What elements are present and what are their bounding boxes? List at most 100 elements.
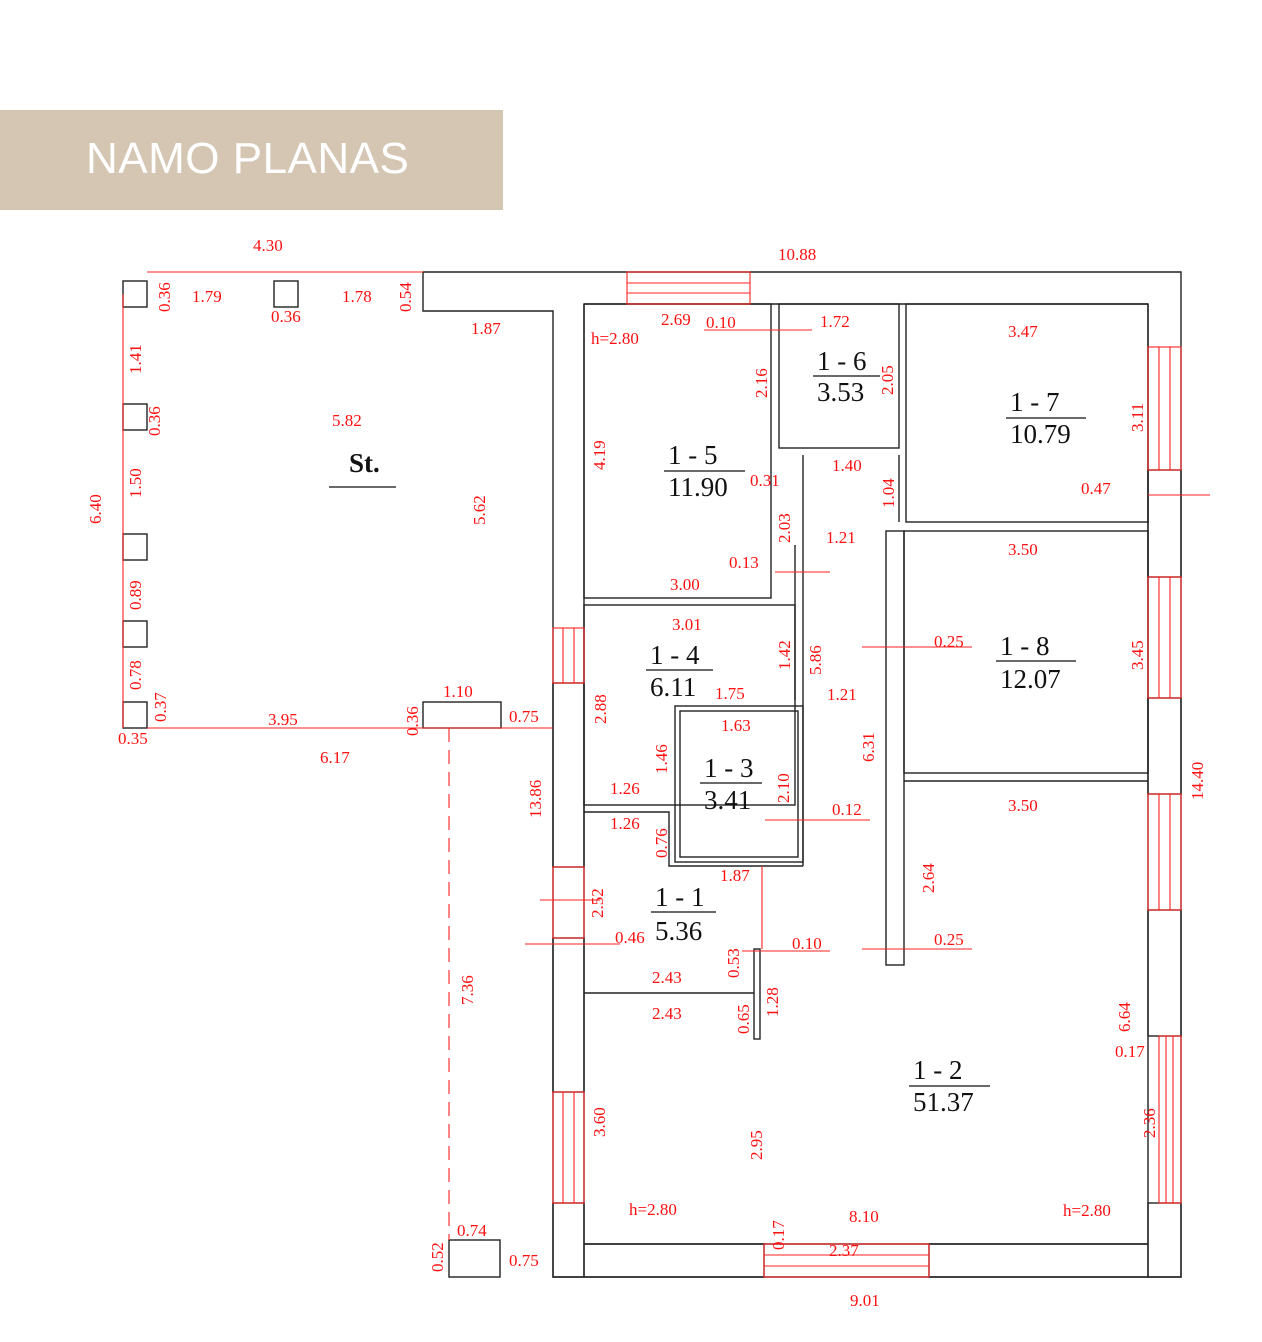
dim-1-40: 1.40	[832, 456, 862, 475]
room-1-3-id: 1 - 3	[704, 753, 754, 783]
windows	[552, 271, 1182, 1278]
dim-2-69: 2.69	[661, 310, 691, 329]
dim-6-64: 6.64	[1115, 1002, 1134, 1032]
dim-1-79: 1.79	[192, 287, 222, 306]
dim-1-21-b: 1.21	[827, 685, 857, 704]
title-banner	[0, 110, 503, 210]
dim-2-16: 2.16	[752, 368, 771, 398]
room-1-8-area: 12.07	[1000, 664, 1061, 694]
room-1-4-id: 1 - 4	[650, 640, 700, 670]
dim-0-89: 0.89	[126, 580, 145, 610]
dim-0-46: 0.46	[615, 928, 645, 947]
dim-0-17-a: 0.17	[1115, 1042, 1145, 1061]
dim-0-25-b: 0.25	[934, 930, 964, 949]
dim-3-50-b: 3.50	[1008, 796, 1038, 815]
room-1-3-area: 3.41	[704, 785, 751, 815]
dim-0-76: 0.76	[652, 828, 671, 858]
dim-0-10-a: 0.10	[706, 313, 736, 332]
dim-9-01: 9.01	[850, 1291, 880, 1310]
dim-1-41: 1.41	[126, 344, 145, 374]
dim-0-35: 0.35	[118, 729, 148, 748]
dim-0-31: 0.31	[750, 471, 780, 490]
dim-3-11: 3.11	[1128, 403, 1147, 432]
dim-0-36-d: 0.36	[403, 706, 422, 736]
dim-13-86: 13.86	[526, 780, 545, 818]
room-1-2-area: 51.37	[913, 1087, 974, 1117]
dim-1-87-a: 1.87	[471, 319, 501, 338]
dim-6-17: 6.17	[320, 748, 350, 767]
dim-0-10-b: 0.10	[792, 934, 822, 953]
dim-1-63: 1.63	[721, 716, 751, 735]
room-labels: 1 - 5 11.90 1 - 6 3.53 1 - 7 10.79 1 - 4…	[329, 346, 1086, 1117]
room-1-1-id: 1 - 1	[655, 882, 705, 912]
dim-10-88: 10.88	[778, 245, 816, 264]
dim-0-75-b: 0.75	[509, 1251, 539, 1270]
room-1-4-area: 6.11	[650, 672, 696, 702]
dimension-labels: 4.30 10.88 0.36 1.79 0.36 1.78 0.54 1.87…	[86, 236, 1207, 1310]
dim-0-17-b: 0.17	[769, 1220, 788, 1250]
dim-2-88: 2.88	[591, 694, 610, 724]
dim-3-01: 3.01	[672, 615, 702, 634]
dim-1-26-b: 1.26	[610, 814, 640, 833]
room-1-2-id: 1 - 2	[913, 1055, 963, 1085]
dim-4-19: 4.19	[590, 440, 609, 470]
dim-1-26-a: 1.26	[610, 779, 640, 798]
dim-0-54: 0.54	[396, 282, 415, 312]
dim-2-52: 2.52	[588, 888, 607, 918]
dim-1-46: 1.46	[652, 744, 671, 774]
room-st-label: St.	[349, 448, 380, 478]
dim-1-42: 1.42	[775, 640, 794, 670]
dim-2-37: 2.37	[829, 1241, 859, 1260]
dim-h-2-80-b: h=2.80	[629, 1200, 677, 1219]
dim-2-03: 2.03	[775, 513, 794, 543]
dim-3-50-a: 3.50	[1008, 540, 1038, 559]
dim-3-47: 3.47	[1008, 322, 1038, 341]
dim-h-2-80-c: h=2.80	[1063, 1201, 1111, 1220]
dim-0-52: 0.52	[428, 1242, 447, 1272]
dim-1-72: 1.72	[820, 312, 850, 331]
dim-0-12: 0.12	[832, 800, 862, 819]
room-1-5-area: 11.90	[668, 472, 728, 502]
dim-5-62: 5.62	[470, 495, 489, 525]
dim-1-78: 1.78	[342, 287, 372, 306]
dim-0-37: 0.37	[151, 692, 170, 722]
dim-6-31: 6.31	[859, 732, 878, 762]
room-1-7-id: 1 - 7	[1010, 387, 1060, 417]
dim-2-36: 2.36	[1140, 1108, 1159, 1138]
dim-1-50: 1.50	[126, 468, 145, 498]
dim-2-10: 2.10	[774, 773, 793, 803]
dim-6-40: 6.40	[86, 494, 105, 524]
dim-3-60: 3.60	[590, 1107, 609, 1137]
dim-1-21-a: 1.21	[826, 528, 856, 547]
dim-2-43-a: 2.43	[652, 968, 682, 987]
dim-0-36-a: 0.36	[155, 282, 174, 312]
dim-2-05: 2.05	[878, 365, 897, 395]
dim-1-28: 1.28	[763, 987, 782, 1017]
dim-0-13: 0.13	[729, 553, 759, 572]
dim-1-04: 1.04	[879, 478, 898, 508]
dim-2-95: 2.95	[747, 1130, 766, 1160]
room-1-6-id: 1 - 6	[817, 346, 867, 376]
dim-0-74: 0.74	[457, 1221, 487, 1240]
room-1-8-id: 1 - 8	[1000, 631, 1050, 661]
room-1-5-id: 1 - 5	[668, 440, 718, 470]
dim-14-40: 14.40	[1188, 762, 1207, 800]
dim-1-87-b: 1.87	[720, 866, 750, 885]
dim-5-82: 5.82	[332, 411, 362, 430]
dim-3-00: 3.00	[670, 575, 700, 594]
dim-0-25-a: 0.25	[934, 632, 964, 651]
dim-0-78: 0.78	[126, 660, 145, 690]
dim-2-64: 2.64	[919, 863, 938, 893]
room-1-6-area: 3.53	[817, 377, 864, 407]
dim-8-10: 8.10	[849, 1207, 879, 1226]
page-title: NAMO PLANAS	[86, 134, 410, 183]
dim-0-36-c: 0.36	[145, 406, 164, 436]
room-1-1-area: 5.36	[655, 916, 702, 946]
dim-0-75-a: 0.75	[509, 707, 539, 726]
dim-7-36: 7.36	[458, 975, 477, 1005]
dim-1-75: 1.75	[715, 684, 745, 703]
room-1-7-area: 10.79	[1010, 419, 1071, 449]
dim-0-53: 0.53	[724, 948, 743, 978]
dim-h-2-80-a: h=2.80	[591, 329, 639, 348]
